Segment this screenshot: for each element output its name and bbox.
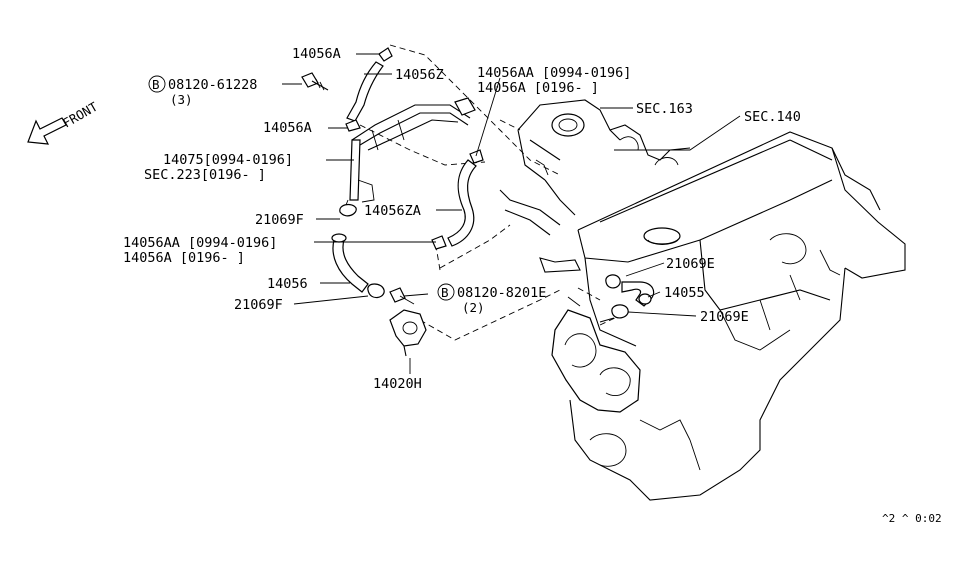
label-21069E-low: 21069E [700, 309, 749, 325]
hose-14056 [332, 239, 369, 293]
bolt-symbol-1: B [152, 77, 160, 92]
bolt-symbol-2: B [441, 285, 449, 300]
label-21069F-low: 21069F [234, 297, 283, 313]
clip-14056A-mid [345, 119, 361, 132]
label-14056: 14056 [267, 276, 308, 292]
clip-14056AA-low [431, 235, 447, 250]
front-label: FRONT [60, 99, 100, 131]
clamp-21069E-top [605, 274, 621, 289]
fitting-14020H [389, 309, 427, 347]
clip-14056A-top [378, 47, 393, 62]
hose-14056Z [346, 61, 384, 122]
bolt-08120-8201E [389, 287, 406, 303]
label-14056A-top-alt: 14056A [0196- ] [477, 80, 599, 96]
front-direction-indicator: FRONT [27, 99, 100, 145]
front-arrow-icon [27, 117, 67, 145]
oil-cap [643, 227, 681, 245]
callout-labels: 14056A B 08120-61228 (3) 14056Z 14056AA … [123, 46, 942, 525]
label-sec163: SEC.163 [636, 101, 693, 117]
engine-block-illustration [499, 99, 906, 501]
bolt-symbol-circle-2 [437, 283, 455, 301]
hose-14056ZA [447, 159, 477, 247]
clamp-21069F-low [367, 283, 385, 299]
label-14056A-mid: 14056A [263, 120, 312, 136]
label-14056ZA: 14056ZA [364, 203, 421, 219]
label-sec223: SEC.223[0196- ] [144, 167, 266, 183]
label-bolt1-qty: (3) [170, 92, 193, 107]
water-pump-housing [551, 309, 641, 413]
label-14056A-top: 14056A [292, 46, 341, 62]
clamp-21069F-top [339, 203, 357, 217]
label-21069E-top: 21069E [666, 256, 715, 272]
label-08120-8201E: 08120-8201E [457, 285, 546, 301]
bolt-08120-61228 [301, 72, 319, 88]
label-sec140: SEC.140 [744, 109, 801, 125]
throttle-body [551, 113, 585, 137]
label-21069F-top: 21069F [255, 212, 304, 228]
label-bolt2-qty: (2) [462, 300, 485, 315]
label-14056AA-low: 14056AA [0994-0196] [123, 235, 277, 251]
label-14055: 14055 [664, 285, 705, 301]
label-14056A-low: 14056A [0196- ] [123, 250, 245, 266]
label-14056Z: 14056Z [395, 67, 444, 83]
pipe-14075 [349, 139, 361, 201]
label-14075: 14075[0994-0196] [163, 152, 293, 168]
diagram-reference-code: ^2 ^ 0:02 [882, 512, 942, 525]
hoses-and-parts [301, 47, 655, 357]
leader-lines [282, 53, 741, 374]
clamp-21069E-low [611, 304, 629, 319]
label-08120-61228: 08120-61228 [168, 77, 257, 93]
bolt-symbol-circle-1 [148, 75, 166, 93]
label-14020H: 14020H [373, 376, 422, 392]
label-14056AA-top: 14056AA [0994-0196] [477, 65, 631, 81]
